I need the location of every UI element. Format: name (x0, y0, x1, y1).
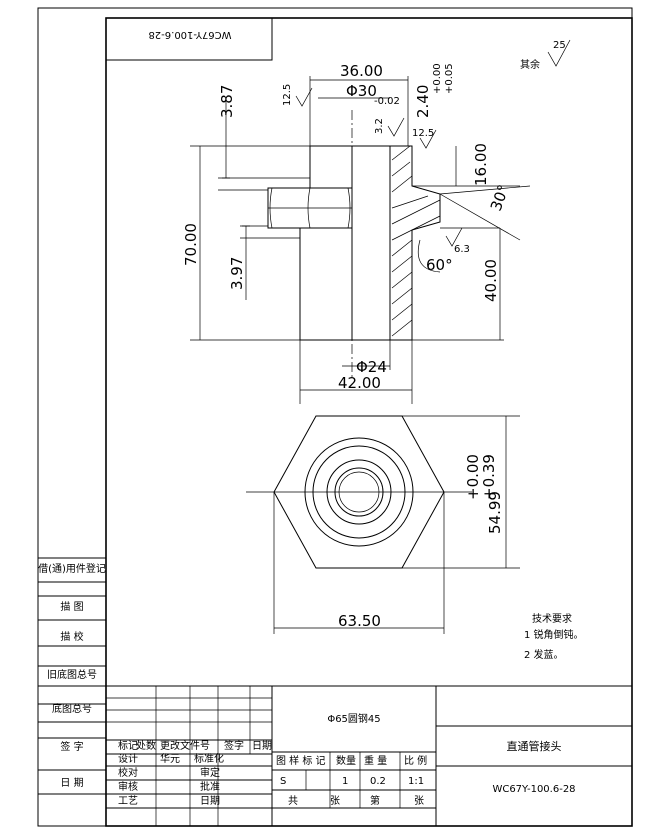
dim-2-40-tol-up: +0.05 (444, 63, 455, 94)
dim-phi24: Φ24 (356, 358, 387, 376)
left-col-0: 借(通)用件登记 (38, 562, 106, 575)
tech-item-2: 2 发蓝。 (524, 648, 564, 661)
dim-63-5: 63.50 (338, 612, 381, 630)
dim-2-40: 2.40 (414, 85, 432, 118)
roughness-symbol-4 (445, 227, 463, 247)
role2-0: 标准化 (194, 752, 224, 765)
rev-h1: 处数 (136, 739, 156, 752)
role-1: 校对 (118, 766, 138, 779)
mark: S (280, 776, 286, 787)
rev-h2: 更改文件号 (160, 739, 210, 752)
prop-h0: 图 样 标 记 (276, 754, 326, 767)
front-dimensions: 36.00 Φ30 -0.02 2.40 +0.00 +0.05 3.87 16… (182, 62, 531, 404)
title-block: 标记 处数 更改文件号 签字 日期 设计 校对 审核 工艺 华元 标准化 审定 … (106, 685, 632, 826)
role2-3: 日期 (200, 795, 220, 807)
dim-40: 40.00 (482, 259, 500, 302)
part-name: 直通管接头 (507, 739, 562, 753)
dim-angle-60: 60° (426, 256, 453, 274)
sheet-l2: 第 (370, 794, 380, 807)
left-col-1: 描 图 (60, 600, 83, 613)
top-dimensions: 54.99 +0.00 +0.39 63.50 (273, 415, 520, 634)
prop-h3: 比 例 (404, 754, 427, 767)
tech-item-1: 1 锐角倒钝。 (524, 628, 584, 641)
prop-h2: 重 量 (364, 754, 387, 767)
roughness-6-3: 6.3 (454, 244, 470, 255)
roughness-symbol-1 (295, 87, 313, 107)
weight: 0.2 (370, 776, 386, 787)
roughness-rest-symbol (547, 39, 571, 67)
tech-requirements: 技术要求 1 锐角倒钝。 2 发蓝。 (524, 612, 584, 661)
dim-3-97: 3.97 (228, 257, 246, 290)
dim-54-99-tol-low: +0.00 (464, 454, 482, 500)
dim-2-40-tol-low: +0.00 (432, 63, 443, 94)
role2-1: 审定 (200, 766, 220, 779)
roughness-3-2: 3.2 (374, 118, 385, 134)
quantity: 1 (342, 776, 348, 787)
dim-16: 16.00 (472, 143, 490, 186)
scale: 1:1 (408, 776, 424, 787)
rev-h0: 标记 (118, 740, 138, 752)
dim-54-99-tol-up: +0.39 (480, 454, 498, 500)
roughness-12-5b: 12.5 (412, 128, 434, 139)
front-view (190, 110, 520, 380)
drawing-frame (105, 17, 633, 827)
role-2: 审核 (118, 780, 138, 793)
lower-body (299, 227, 353, 341)
bore-left-wall (351, 145, 391, 341)
dim-70: 70.00 (182, 223, 200, 266)
roughness-symbol-2 (387, 117, 405, 137)
dim-3-87: 3.87 (218, 85, 236, 118)
extension-lines (190, 145, 520, 341)
left-col-3: 旧底图总号 (47, 668, 97, 681)
roughness-rest-value: 25 (553, 40, 566, 51)
tech-title: 技术要求 (532, 612, 572, 625)
dim-phi30: Φ30 (346, 82, 377, 100)
role2-2: 批准 (200, 780, 220, 793)
drawing-number: WC67Y-100.6-28 (492, 784, 575, 795)
prop-h1: 数量 (336, 754, 356, 767)
material: Φ65圆钢45 (327, 712, 380, 725)
sheet-l0: 共 (288, 795, 298, 807)
top-code: WC67Y-100.6-28 (148, 29, 231, 40)
sheet-l3: 张 (414, 795, 424, 807)
left-col-2: 描 校 (60, 630, 83, 643)
left-col-5: 签 字 (60, 740, 83, 753)
left-column: 借(通)用件登记 描 图 描 校 旧底图总号 底图总号 签 字 日 期 (38, 557, 106, 795)
hex-curves (269, 187, 351, 229)
rev-h3: 签字 (224, 739, 244, 752)
role-3: 工艺 (118, 795, 138, 807)
dim-angle-30: 30° (487, 182, 513, 213)
role-name: 华元 (160, 752, 180, 765)
role-0: 设计 (118, 752, 138, 765)
code-box (105, 17, 273, 61)
dim-54-99: 54.99 (486, 491, 504, 534)
roughness-12-5a: 12.5 (282, 84, 293, 106)
left-col-4: 底图总号 (52, 702, 92, 715)
top-view (246, 415, 472, 569)
dim-42: 42.00 (338, 374, 381, 392)
dim-36: 36.00 (340, 62, 383, 80)
section-hatch (389, 145, 441, 341)
roughness-rest-label: 其余 (520, 58, 540, 71)
dim-phi30-tol: -0.02 (374, 96, 400, 107)
upper-neck (309, 145, 353, 189)
rev-h4: 日期 (252, 740, 272, 752)
sheet-border (37, 7, 633, 827)
left-col-6: 日 期 (60, 777, 83, 789)
sheet-l1: 张 (330, 795, 340, 807)
roughness-symbol-3 (419, 129, 437, 149)
